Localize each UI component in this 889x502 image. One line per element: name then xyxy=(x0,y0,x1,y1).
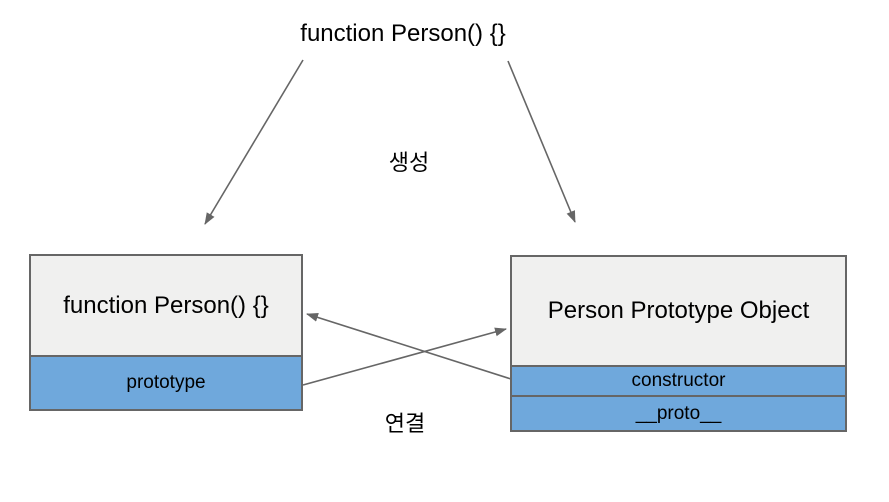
function-person-box: function Person() {} prototype xyxy=(29,254,303,411)
constructor-to-function-arrow xyxy=(306,313,512,380)
function-declaration-label: function Person() {} xyxy=(300,20,506,47)
link-label: 연결 xyxy=(384,411,426,436)
constructor-row: constructor xyxy=(512,365,845,395)
create-label: 생성 xyxy=(388,150,430,175)
person-prototype-object-box-title: Person Prototype Object xyxy=(512,257,845,365)
person-prototype-object-box: Person Prototype Object constructor __pr… xyxy=(510,255,847,432)
create-arrow-right xyxy=(507,60,576,223)
prototype-row: prototype xyxy=(31,355,301,409)
create-arrow-left xyxy=(204,59,304,225)
proto-row: __proto__ xyxy=(512,395,845,430)
prototype-to-object-arrow xyxy=(302,327,507,386)
function-person-box-title: function Person() {} xyxy=(31,256,301,355)
